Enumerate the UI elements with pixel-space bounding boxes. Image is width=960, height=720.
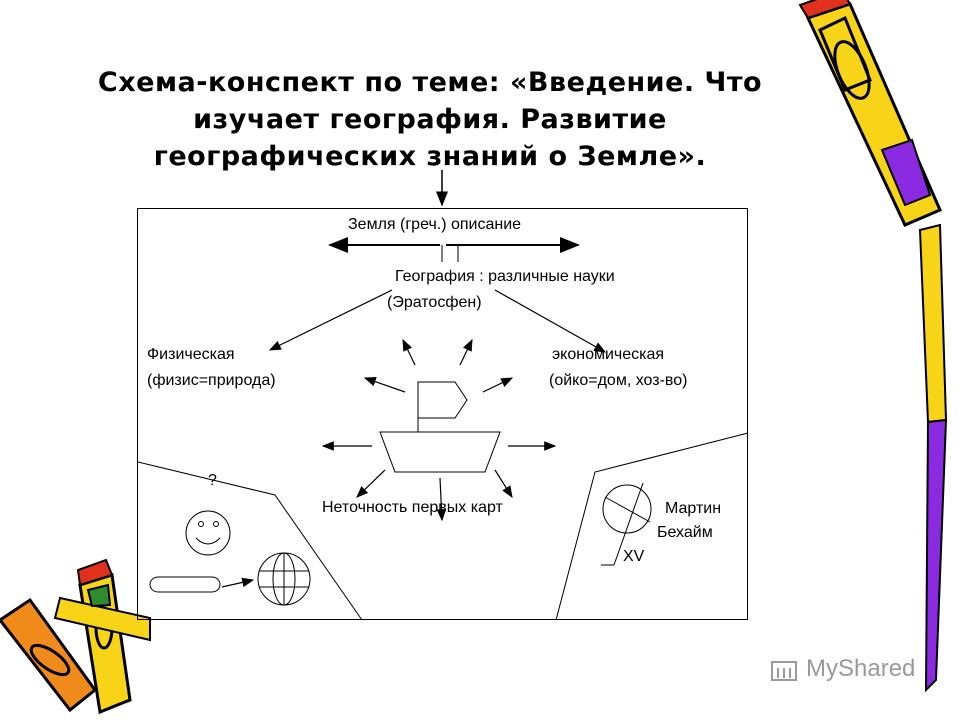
pencil-thin-icon xyxy=(918,223,948,693)
pencil-right-icon xyxy=(798,0,942,227)
globe-icon xyxy=(257,552,311,606)
ship-sail-icon xyxy=(417,381,468,419)
earth-label: Земля (греч.) описание xyxy=(348,216,522,233)
title-line-3: географических знаний о Земле». xyxy=(153,141,707,172)
economic-label: экономическая xyxy=(552,346,665,363)
region-left-boundary xyxy=(137,461,363,621)
behaim-globe-icon xyxy=(601,482,652,566)
geography-arrow-physical xyxy=(268,289,393,351)
title-line-2: изучает география. Развитие xyxy=(193,104,667,135)
physical-note-label: (физис=природа) xyxy=(147,372,276,389)
economic-note-label: (ойко=дом, хоз-во) xyxy=(549,372,688,389)
diagram-frame xyxy=(137,208,748,620)
eratosthenes-label: (Эратосфен) xyxy=(387,294,482,311)
pencil-bottom-left-icon xyxy=(0,558,151,715)
myshared-logo-icon xyxy=(771,661,797,681)
flat-earth-icon xyxy=(149,576,221,593)
century-label: XV xyxy=(623,548,645,565)
smiley-face-icon xyxy=(185,510,231,556)
watermark-text: MyShared xyxy=(806,655,916,682)
question-mark: ? xyxy=(208,472,217,489)
slide-title: Схема-конспект по теме: «Введение. Что и… xyxy=(70,64,790,175)
inaccuracy-label: Неточность первых карт xyxy=(322,499,503,516)
title-line-1: Схема-конспект по теме: «Введение. Что xyxy=(97,67,763,98)
geography-arrow-economic xyxy=(494,289,607,353)
martin-label: Мартин xyxy=(665,500,722,517)
region-right-boundary xyxy=(555,432,749,621)
geography-label: География : различные науки xyxy=(395,268,615,285)
physical-label: Физическая xyxy=(147,346,235,363)
ship-hull-icon xyxy=(379,431,501,473)
behaim-label: Бехайм xyxy=(657,524,713,541)
